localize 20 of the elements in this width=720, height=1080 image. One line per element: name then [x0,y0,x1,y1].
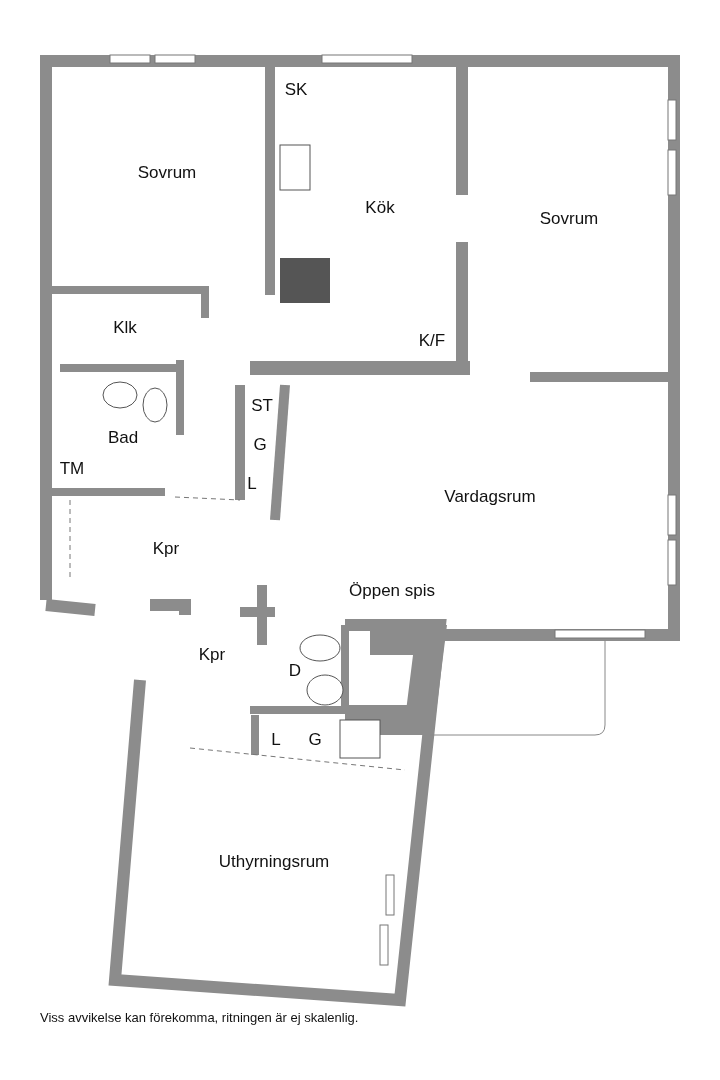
room-label: Sovrum [539,209,599,229]
room-label: ST [251,396,273,416]
room-label: Kpr [152,539,180,559]
room-label: Öppen spis [349,581,435,601]
room-label: TM [59,459,85,479]
room-label: Uthyrningsrum [218,852,330,872]
room-label: SK [284,80,308,100]
room-label: Sovrum [137,163,197,183]
room-label: Vardagsrum [444,487,536,507]
room-label: D [288,661,302,681]
room-label: K/F [418,331,446,351]
room-label: Bad [107,428,139,448]
room-label: L [271,730,281,750]
room-label: G [253,435,267,455]
room-label: G [308,730,322,750]
caption-text: Viss avvikelse kan förekomma, ritningen är ej skalenlig. [40,1010,359,1025]
room-label: L [247,474,257,494]
room-label: Klk [113,318,137,338]
room-label: Kpr [198,645,226,665]
room-label: Kök [365,198,395,218]
